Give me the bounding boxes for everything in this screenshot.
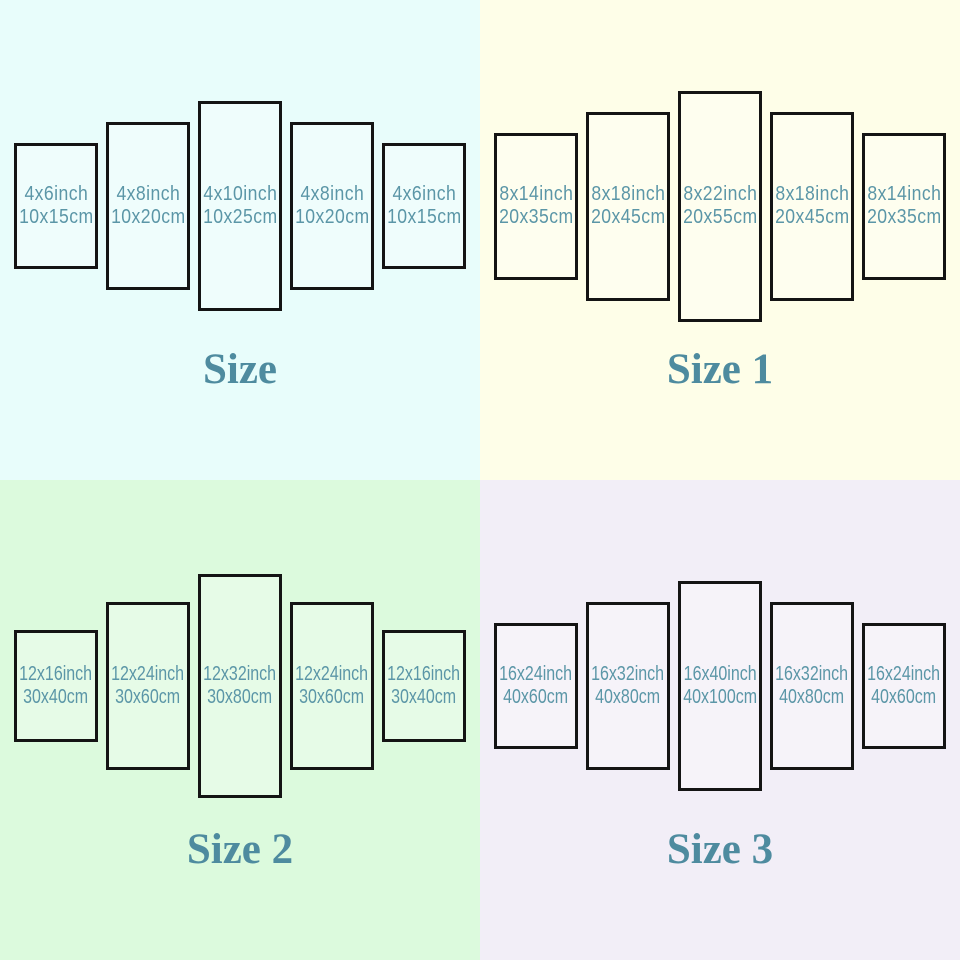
panel-label: 12x16inch 30x40cm [387, 663, 461, 708]
panel-label: 12x24inch 30x60cm [111, 663, 185, 708]
panel-label: 4x8inch 10x20cm [294, 183, 370, 228]
quadrant-size-1: 8x14inch 20x35cm 8x18inch 20x45cm 8x22in… [480, 0, 960, 480]
panel: 16x24inch 40x60cm [862, 623, 946, 749]
panel: 4x6inch 10x15cm [14, 143, 98, 269]
quadrant-size-3: 16x24inch 40x60cm 16x32inch 40x80cm 16x4… [480, 480, 960, 960]
panel-label: 16x24inch 40x60cm [867, 663, 941, 708]
panel-label: 4x6inch 10x15cm [386, 183, 462, 228]
panel: 12x24inch 30x60cm [290, 602, 374, 770]
panel-row: 4x6inch 10x15cm 4x8inch 10x20cm 4x10inch… [0, 0, 480, 412]
quadrant-title: Size 1 [666, 346, 774, 393]
quadrant-size-2: 12x16inch 30x40cm 12x24inch 30x60cm 12x3… [0, 480, 480, 960]
panel: 12x16inch 30x40cm [382, 630, 466, 742]
panel: 16x24inch 40x60cm [494, 623, 578, 749]
panel-label: 4x6inch 10x15cm [18, 183, 94, 228]
panel: 8x14inch 20x35cm [862, 132, 946, 280]
panel: 4x6inch 10x15cm [382, 143, 466, 269]
panel-row: 16x24inch 40x60cm 16x32inch 40x80cm 16x4… [480, 480, 960, 892]
panel-label: 12x16inch 30x40cm [19, 663, 93, 708]
panel: 16x32inch 40x80cm [586, 602, 670, 770]
quadrant-size: 4x6inch 10x15cm 4x8inch 10x20cm 4x10inch… [0, 0, 480, 480]
panel: 12x32inch 30x80cm [198, 574, 282, 798]
quadrant-title: Size 2 [186, 826, 294, 873]
panel-label: 8x22inch 20x55cm [682, 183, 758, 228]
panel-label: 4x8inch 10x20cm [110, 183, 186, 228]
panel-label: 8x14inch 20x35cm [498, 183, 574, 228]
panel: 16x32inch 40x80cm [770, 602, 854, 770]
panel: 4x8inch 10x20cm [290, 122, 374, 290]
panel-label: 12x24inch 30x60cm [295, 663, 369, 708]
panel-row: 8x14inch 20x35cm 8x18inch 20x45cm 8x22in… [480, 0, 960, 412]
panel: 4x10inch 10x25cm [198, 101, 282, 311]
panel: 12x24inch 30x60cm [106, 602, 190, 770]
panel-label: 8x18inch 20x45cm [590, 183, 666, 228]
panel-label: 16x24inch 40x60cm [499, 663, 573, 708]
quadrant-title: Size [202, 346, 278, 393]
panel-label: 16x32inch 40x80cm [591, 663, 665, 708]
panel-label: 4x10inch 10x25cm [202, 183, 278, 228]
panel-label: 8x18inch 20x45cm [774, 183, 850, 228]
panel: 4x8inch 10x20cm [106, 122, 190, 290]
quadrant-title: Size 3 [666, 826, 774, 873]
panel-label: 16x32inch 40x80cm [775, 663, 849, 708]
panel: 16x40inch 40x100cm [678, 581, 762, 791]
panel-row: 12x16inch 30x40cm 12x24inch 30x60cm 12x3… [0, 480, 480, 892]
panel: 8x18inch 20x45cm [586, 111, 670, 301]
panel: 12x16inch 30x40cm [14, 630, 98, 742]
panel: 8x22inch 20x55cm [678, 90, 762, 322]
panel-label: 16x40inch 40x100cm [683, 663, 757, 708]
panel-label: 8x14inch 20x35cm [866, 183, 942, 228]
panel: 8x18inch 20x45cm [770, 111, 854, 301]
panel-label: 12x32inch 30x80cm [203, 663, 277, 708]
panel: 8x14inch 20x35cm [494, 132, 578, 280]
